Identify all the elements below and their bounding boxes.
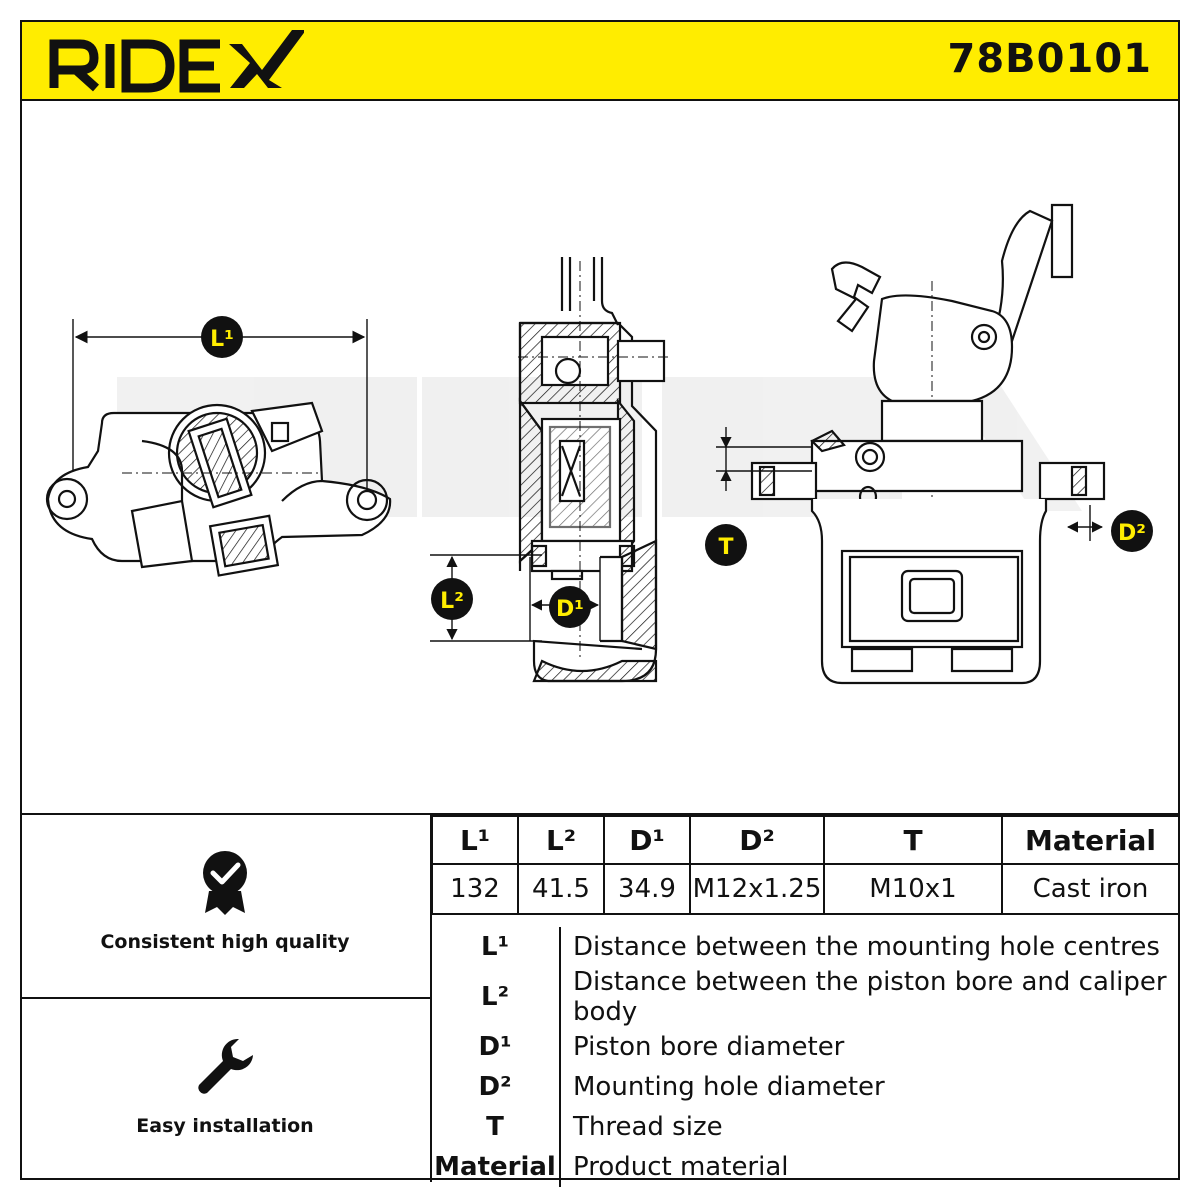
legend-description: Piston bore diameter bbox=[573, 1032, 845, 1062]
spec-value-l1: 132 bbox=[431, 863, 519, 915]
caliper-rear-view bbox=[750, 203, 1106, 685]
feature-installation: Easy installation bbox=[20, 1035, 430, 1137]
legend-row: L² Distance between the piston bore and … bbox=[431, 967, 1180, 1027]
spec-value-d2: M12x1.25 bbox=[689, 863, 825, 915]
spec-value-row: 132 41.5 34.9 M12x1.25 M10x1 Cast iron bbox=[431, 863, 1180, 915]
legend-description: Thread size bbox=[573, 1112, 723, 1142]
caliper-top-view bbox=[45, 319, 392, 577]
legend-description: Distance between the piston bore and cal… bbox=[573, 967, 1167, 1027]
part-number: 78B0101 bbox=[947, 36, 1152, 82]
feature-quality: Consistent high quality bbox=[20, 847, 430, 953]
callout-l1: L¹ bbox=[201, 316, 243, 358]
callout-t: T bbox=[705, 524, 747, 566]
legend-table: L¹ Distance between the mounting hole ce… bbox=[431, 927, 1180, 1187]
legend-key: L² bbox=[431, 967, 561, 1027]
spec-header-l2: L² bbox=[517, 815, 605, 865]
spec-value-material: Cast iron bbox=[1001, 863, 1180, 915]
feature-label-quality: Consistent high quality bbox=[100, 931, 350, 953]
caliper-section-view bbox=[518, 257, 672, 683]
info-section: Consistent high quality Easy installatio… bbox=[20, 813, 1180, 1187]
spec-table: L¹ L² D¹ D² T Material 132 41.5 34.9 M12… bbox=[431, 815, 1180, 915]
legend-key: Material bbox=[431, 1147, 561, 1187]
spec-value-t: M10x1 bbox=[823, 863, 1003, 915]
svg-text:T: T bbox=[718, 535, 733, 560]
dimension-t bbox=[716, 427, 812, 491]
spec-value-d1: 34.9 bbox=[603, 863, 691, 915]
legend-row: T Thread size bbox=[431, 1107, 1180, 1147]
callout-d2: D² bbox=[1111, 510, 1153, 552]
legend-row: L¹ Distance between the mounting hole ce… bbox=[431, 927, 1180, 967]
spec-header-l1: L¹ bbox=[431, 815, 519, 865]
feature-divider bbox=[20, 997, 431, 999]
caliper-technical-drawing: L¹ L² D¹ bbox=[45, 203, 1153, 685]
ridex-logo bbox=[49, 30, 304, 93]
spec-header-material: Material bbox=[1001, 815, 1180, 865]
legend-row: D² Mounting hole diameter bbox=[431, 1067, 1180, 1107]
legend-key: T bbox=[431, 1107, 561, 1147]
legend-row: D¹ Piston bore diameter bbox=[431, 1027, 1180, 1067]
spec-header-row: L¹ L² D¹ D² T Material bbox=[431, 815, 1180, 865]
spec-header-t: T bbox=[823, 815, 1003, 865]
header-bar: 78B0101 bbox=[20, 20, 1180, 101]
spec-value-l2: 41.5 bbox=[517, 863, 605, 915]
legend-key: L¹ bbox=[431, 927, 561, 967]
legend-key: D¹ bbox=[431, 1027, 561, 1067]
svg-text:D¹: D¹ bbox=[556, 597, 584, 622]
svg-text:L¹: L¹ bbox=[210, 327, 234, 352]
spec-header-d2: D² bbox=[689, 815, 825, 865]
legend-row: Material Product material bbox=[431, 1147, 1180, 1187]
callout-l2: L² bbox=[431, 578, 473, 620]
svg-text:L²: L² bbox=[440, 589, 464, 614]
legend-description: Mounting hole diameter bbox=[573, 1072, 885, 1102]
feature-label-installation: Easy installation bbox=[136, 1115, 314, 1137]
legend-description: Product material bbox=[573, 1152, 789, 1182]
spec-header-d1: D¹ bbox=[603, 815, 691, 865]
quality-badge-icon bbox=[203, 851, 247, 915]
legend-description: Distance between the mounting hole centr… bbox=[573, 932, 1160, 962]
callout-d1: D¹ bbox=[549, 586, 591, 628]
legend-key: D² bbox=[431, 1067, 561, 1107]
wrench-icon bbox=[198, 1039, 253, 1094]
svg-text:D²: D² bbox=[1118, 521, 1146, 546]
